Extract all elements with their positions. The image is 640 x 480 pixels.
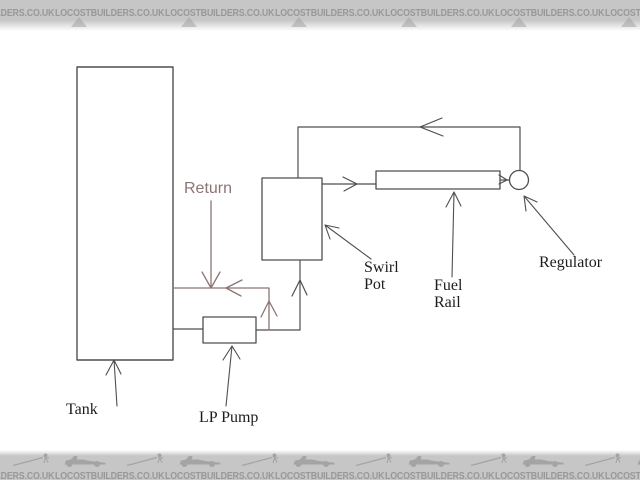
- watermark-tile: LOCOSTBUILDERS.CO.UK: [275, 466, 385, 480]
- car-icon: [64, 456, 106, 467]
- regulator-pointer-arrow: [523, 195, 575, 256]
- watermark-tile: LOCOSTBUILDERS.CO.UK: [165, 466, 275, 480]
- watermark-text: LOCOSTBUILDERS.CO.UK: [495, 7, 605, 19]
- swirl-pot-label-line1: Swirl: [364, 259, 399, 276]
- watermark-tile: LOCOSTBUILDERS.CO.UK: [385, 466, 495, 480]
- watermark-banner-top: LOCOSTBUILDERS.CO.UKLOCOSTBUILDERS.CO.UK…: [0, 0, 640, 32]
- return-to-tank-line: [172, 287, 270, 331]
- watermark-car-row: [0, 453, 640, 467]
- watermark-text: LOCOSTBUILDERS.CO.UK: [165, 7, 275, 19]
- banner-icon-tile: [0, 453, 55, 467]
- swirl-pot-pointer-arrow: [324, 224, 372, 260]
- watermark-icon-row: [0, 17, 640, 32]
- figure-icon: [585, 453, 622, 467]
- watermark-text: LOCOSTBUILDERS.CO.UK: [165, 470, 275, 480]
- tank-pointer-arrow: [105, 359, 122, 407]
- watermark-text-row: LOCOSTBUILDERS.CO.UKLOCOSTBUILDERS.CO.UK…: [0, 3, 640, 21]
- banner-icon-tile: [174, 453, 284, 467]
- figure-icon: [470, 453, 507, 467]
- tank-box: [76, 66, 174, 361]
- watermark-tile: LOCOSTBUILDERS.CO.UK: [605, 3, 640, 21]
- watermark-text: LOCOSTBUILDERS.CO.UK: [0, 7, 55, 19]
- arrow-right-to-regulator-icon: [498, 174, 508, 185]
- arrow-down-return-icon: [201, 271, 221, 289]
- banner-icon-tile: [403, 453, 513, 467]
- watermark-tile: [55, 17, 165, 27]
- arrow-up-return-branch-icon: [260, 300, 278, 318]
- watermark-tile: LOCOSTBUILDERS.CO.UK: [605, 466, 640, 480]
- car-top-icon: [291, 17, 307, 27]
- lp-pump-pointer-arrow: [222, 345, 241, 407]
- watermark-text: LOCOSTBUILDERS.CO.UK: [0, 470, 55, 480]
- swirl-pot-label: Swirl Pot: [364, 259, 399, 293]
- car-top-icon: [71, 17, 87, 27]
- watermark-text: LOCOSTBUILDERS.CO.UK: [385, 470, 495, 480]
- figure-icon: [127, 453, 164, 467]
- watermark-text: LOCOSTBUILDERS.CO.UK: [275, 7, 385, 19]
- watermark-text: LOCOSTBUILDERS.CO.UK: [605, 7, 640, 19]
- regulator-circle: [508, 169, 530, 191]
- banner-icon-tile: [517, 453, 627, 467]
- watermark-tile: [165, 17, 275, 27]
- car-top-icon: [621, 17, 637, 27]
- car-top-icon: [181, 17, 197, 27]
- watermark-tile: LOCOSTBUILDERS.CO.UK: [275, 3, 385, 21]
- watermark-tile: LOCOSTBUILDERS.CO.UK: [0, 3, 55, 21]
- watermark-tile: LOCOSTBUILDERS.CO.UK: [55, 466, 165, 480]
- watermark-text: LOCOSTBUILDERS.CO.UK: [55, 470, 165, 480]
- lp-pump-box: [202, 316, 257, 344]
- tank-label: Tank: [66, 401, 98, 418]
- car-icon: [179, 456, 221, 467]
- watermark-tile: LOCOSTBUILDERS.CO.UK: [385, 3, 495, 21]
- watermark-tile: [275, 17, 385, 27]
- watermark-text: LOCOSTBUILDERS.CO.UK: [385, 7, 495, 19]
- watermark-text: LOCOSTBUILDERS.CO.UK: [605, 470, 640, 480]
- pipe-regulator-to-swirlpot-top: [297, 126, 521, 179]
- watermark-tile: [495, 17, 605, 27]
- annotation-arrows: [105, 191, 575, 407]
- figure-icon: [241, 453, 279, 467]
- arrow-left-top-pipe-icon: [419, 117, 444, 137]
- fuel-rail-pointer-arrow: [445, 191, 462, 278]
- watermark-banner-bottom: LOCOSTBUILDERS.CO.UKLOCOSTBUILDERS.CO.UK…: [0, 450, 640, 480]
- arrow-right-to-rail-icon: [342, 176, 358, 192]
- fuel-rail-box: [375, 170, 501, 190]
- figure-icon: [12, 453, 50, 467]
- car-top-icon: [511, 17, 527, 27]
- arrow-left-into-tank-icon: [225, 279, 243, 297]
- fuel-rail-label: Fuel Rail: [434, 277, 462, 311]
- figure-icon: [356, 453, 393, 467]
- feed-pipes: [172, 117, 521, 331]
- fuel-rail-label-line1: Fuel: [434, 277, 463, 294]
- watermark-text: LOCOSTBUILDERS.CO.UK: [55, 7, 165, 19]
- watermark-tile: LOCOSTBUILDERS.CO.UK: [165, 3, 275, 21]
- watermark-tile: LOCOSTBUILDERS.CO.UK: [495, 3, 605, 21]
- swirl-pot-label-line2: Pot: [364, 276, 386, 293]
- return-label: Return: [184, 180, 233, 197]
- regulator-label: Regulator: [539, 254, 603, 271]
- watermark-tile: [605, 17, 640, 27]
- arrow-up-to-swirlpot-icon: [291, 279, 308, 297]
- watermark-text-row: LOCOSTBUILDERS.CO.UKLOCOSTBUILDERS.CO.UK…: [0, 466, 640, 480]
- banner-icon-tile: [632, 453, 640, 467]
- lp-pump-label: LP Pump: [199, 409, 259, 426]
- car-icon: [293, 456, 335, 467]
- watermark-text: LOCOSTBUILDERS.CO.UK: [275, 470, 385, 480]
- banner-icon-tile: [288, 453, 398, 467]
- pipe-pump-to-swirlpot: [255, 260, 301, 331]
- fuel-rail-label-line2: Rail: [434, 294, 461, 311]
- banner-icon-tile: [59, 453, 169, 467]
- car-top-icon: [401, 17, 417, 27]
- car-icon: [522, 456, 564, 467]
- watermark-tile: LOCOSTBUILDERS.CO.UK: [55, 3, 165, 21]
- return-pipes: [172, 200, 278, 331]
- watermark-tile: LOCOSTBUILDERS.CO.UK: [495, 466, 605, 480]
- watermark-text: LOCOSTBUILDERS.CO.UK: [495, 470, 605, 480]
- swirl-pot-box: [261, 177, 323, 261]
- watermark-tile: LOCOSTBUILDERS.CO.UK: [0, 466, 55, 480]
- car-icon: [408, 456, 450, 467]
- watermark-tile: [385, 17, 495, 27]
